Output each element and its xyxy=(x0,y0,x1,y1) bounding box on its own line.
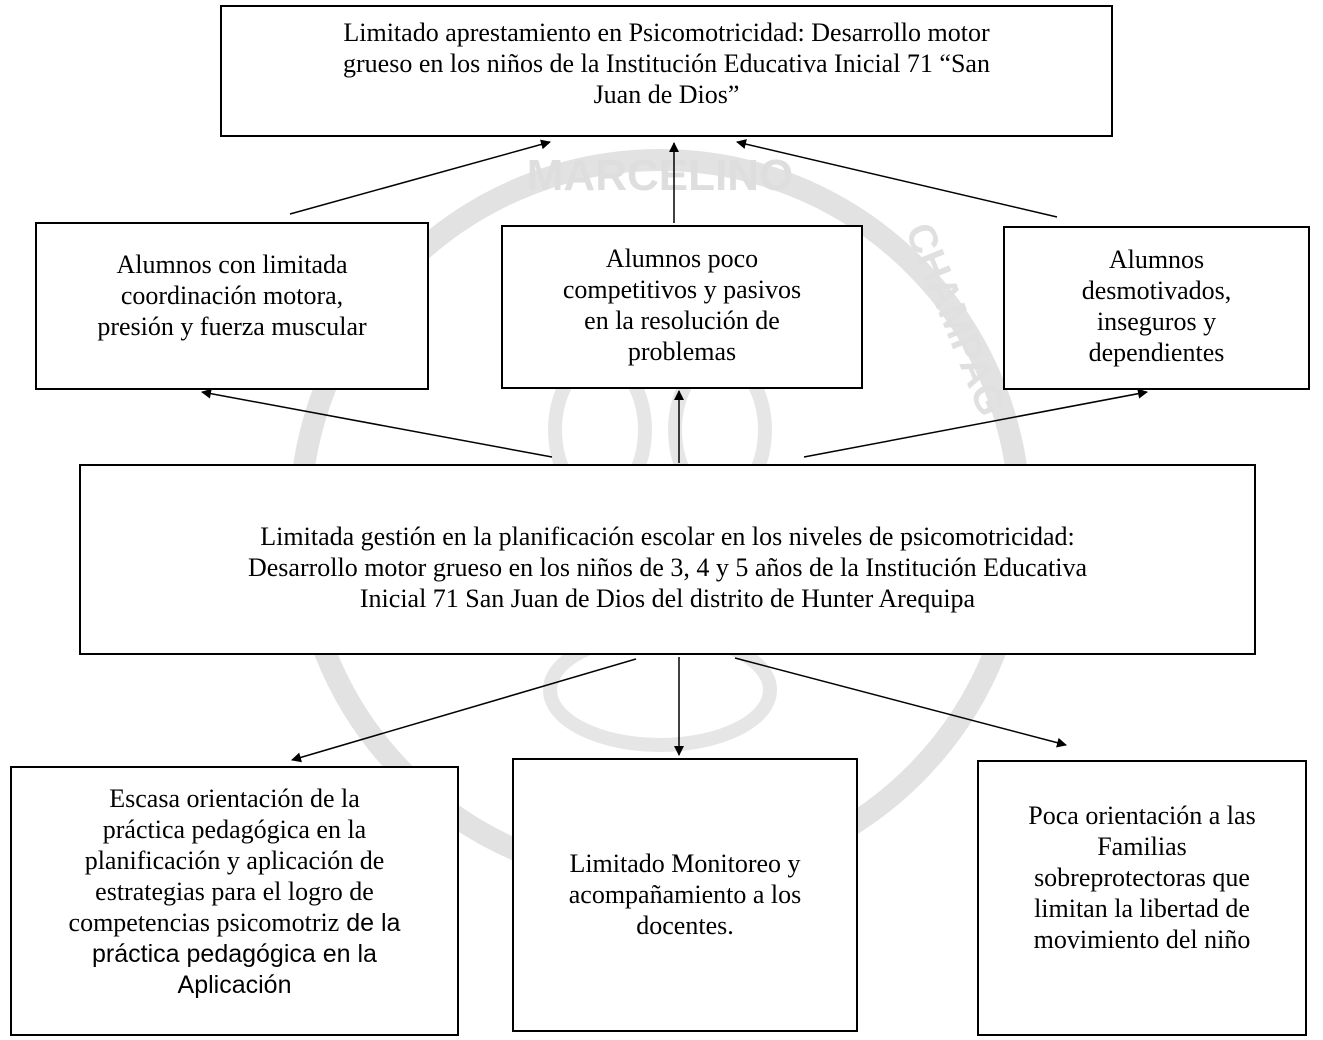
effect-line: problemas xyxy=(627,337,737,366)
cause-box-pedagogical: Escasa orientación de la práctica pedagó… xyxy=(10,766,459,1036)
cause-line-mixed: competencias psicomotriz de la xyxy=(12,907,457,939)
cause-line: acompañamiento a los xyxy=(568,880,802,909)
effect-line: Alumnos xyxy=(1108,245,1205,274)
cause-line: práctica pedagógica en la xyxy=(102,815,367,844)
cause-line: sobreprotectoras que xyxy=(1034,863,1250,892)
effect-line: dependientes xyxy=(1088,338,1225,367)
central-problem-line: Desarrollo motor grueso en los niños de … xyxy=(247,553,1088,582)
top-problem-line: Limitado aprestamiento en Psicomotricida… xyxy=(343,18,990,47)
arrow-central-to-cause1 xyxy=(291,658,637,763)
cause-line: estrategias para el logro de xyxy=(95,877,374,906)
cause-line: movimiento del niño xyxy=(1033,925,1251,954)
cause-line-part: competencias psicomotriz xyxy=(68,908,340,937)
cause-line: docentes. xyxy=(636,911,734,940)
cause-line-sans: práctica pedagógica en la xyxy=(92,940,377,968)
cause-line: planificación y aplicación de xyxy=(84,846,385,875)
arrow-central-to-cause3 xyxy=(734,657,1067,748)
central-problem-line: Limitada gestión en la planificación esc… xyxy=(260,522,1075,551)
effect-line: inseguros y xyxy=(1096,307,1217,336)
cause-line: Escasa orientación de la xyxy=(109,784,360,813)
cause-line: limitan la libertad de xyxy=(1034,894,1250,923)
effect-box-competitive: Alumnos poco competitivos y pasivos en l… xyxy=(501,225,863,389)
effect-line: competitivos y pasivos xyxy=(562,275,802,304)
cause-line-tail: de la xyxy=(339,909,401,937)
top-problem-line: grueso en los niños de la Institución Ed… xyxy=(343,49,990,78)
cause-box-families: Poca orientación a las Familias sobrepro… xyxy=(977,760,1307,1036)
effect-line: Alumnos con limitada xyxy=(116,250,348,279)
cause-line-sans: Aplicación xyxy=(177,971,292,999)
cause-box-monitoring: Limitado Monitoreo y acompañamiento a lo… xyxy=(512,758,858,1032)
arrow-effect1-to-top xyxy=(289,139,551,215)
effect-line: Alumnos poco xyxy=(605,244,759,273)
effect-line: en la resolución de xyxy=(584,306,780,335)
arrow-effect3-to-top xyxy=(736,139,1058,218)
effect-box-unmotivated: Alumnos desmotivados, inseguros y depend… xyxy=(1003,226,1310,390)
cause-line: Limitado Monitoreo y xyxy=(569,849,801,878)
effect-line: coordinación motora, xyxy=(120,281,344,310)
top-problem-box: Limitado aprestamiento en Psicomotricida… xyxy=(220,5,1113,137)
arrow-central-to-effect3 xyxy=(803,388,1148,458)
effect-line: desmotivados, xyxy=(1081,276,1232,305)
effect-line: presión y fuerza muscular xyxy=(97,312,367,341)
cause-line: Familias xyxy=(1097,832,1187,861)
central-problem-box: Limitada gestión en la planificación esc… xyxy=(79,464,1256,655)
central-problem-line: Inicial 71 San Juan de Dios del distrito… xyxy=(359,584,976,613)
effect-box-coordination: Alumnos con limitada coordinación motora… xyxy=(35,222,429,390)
arrow-central-to-effect1 xyxy=(201,388,553,458)
cause-line: Poca orientación a las xyxy=(1028,801,1256,830)
top-problem-line: Juan de Dios” xyxy=(593,80,740,109)
